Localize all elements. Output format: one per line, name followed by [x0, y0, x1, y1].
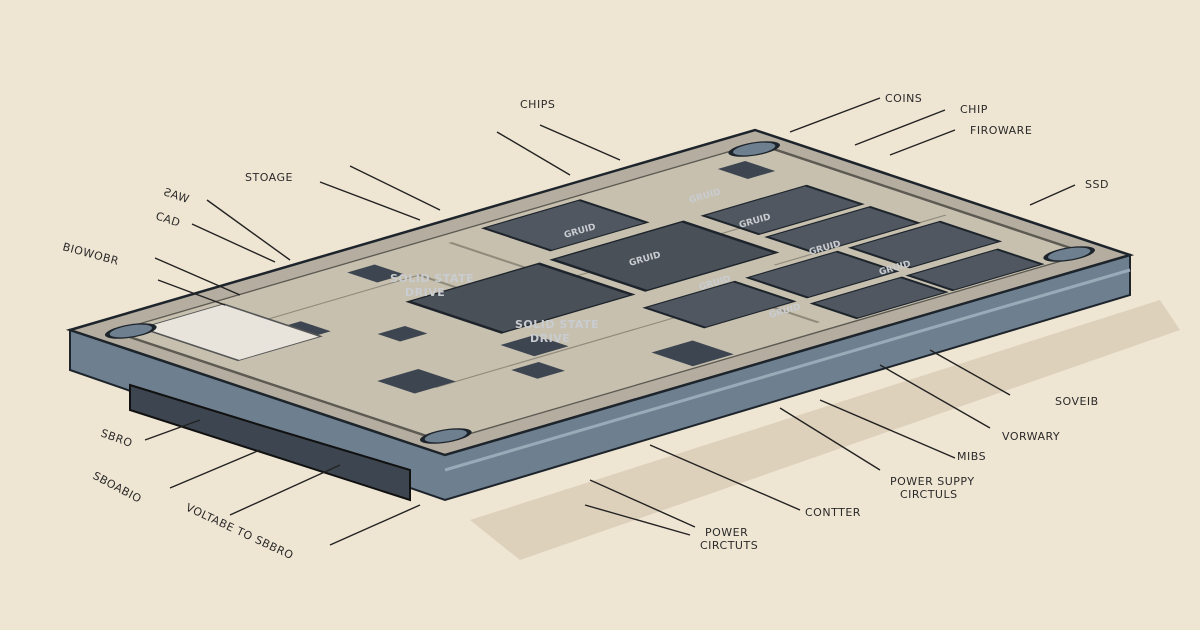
label-power-supply: POWER SUPPY — [890, 475, 975, 488]
memory-chip — [809, 276, 949, 320]
label-power: POWER — [705, 526, 748, 539]
component — [651, 340, 734, 367]
component — [377, 368, 456, 394]
label-saw: ƧAW — [162, 185, 191, 205]
component — [347, 264, 405, 283]
label-chips: CHIPS — [520, 98, 555, 111]
label-storage: STOAGE — [245, 171, 293, 184]
component — [500, 334, 569, 357]
label-power-supply-2: CIRCTULS — [900, 488, 958, 501]
chip-marking: DRIVE — [530, 332, 570, 345]
label-power-2: CIRCTUTS — [700, 539, 758, 552]
leader-lines — [144, 97, 1076, 546]
label-biowobr: BIOWOBR — [61, 240, 120, 267]
chip-marking: SOLID STATE — [390, 272, 474, 285]
memory-chip — [764, 205, 922, 254]
screw-hole — [1043, 246, 1095, 262]
memory-chip — [745, 250, 900, 299]
memory-chip — [480, 199, 650, 252]
screw-hole — [105, 323, 157, 339]
chip-marking: SOLID STATE — [515, 318, 599, 331]
component — [511, 361, 565, 379]
screw-hole — [420, 428, 472, 444]
pcb — [105, 141, 1095, 444]
memory-chip — [905, 248, 1045, 292]
label-contter: CONTTER — [805, 506, 861, 519]
memory-chip — [700, 184, 865, 236]
label-coins: COINS — [885, 92, 922, 105]
label-cad: CAD — [154, 209, 182, 229]
sata-connector — [129, 383, 411, 502]
label-mibs: MIBS — [957, 450, 986, 463]
label-firoware: FIROWARE — [970, 124, 1032, 137]
controller-chip — [405, 262, 636, 334]
memory-chip — [642, 280, 797, 329]
component — [377, 325, 428, 342]
label-sbro: SBRO — [99, 427, 134, 450]
casing-edge-highlight — [444, 268, 1131, 472]
board-shadow — [470, 300, 1180, 560]
label-soveib: SOVEIB — [1055, 395, 1099, 408]
controller-chip — [549, 220, 780, 292]
label-ssd: SSD — [1085, 178, 1109, 191]
label-vorwary: VORWARY — [1002, 430, 1060, 443]
label-sboabio: SBOABIO — [91, 469, 144, 505]
chip-marking: DRIVE — [405, 286, 445, 299]
screw-hole — [728, 141, 780, 157]
memory-chip — [847, 220, 1003, 269]
component — [717, 160, 776, 179]
label-chip: CHIP — [960, 103, 988, 116]
label-sticker — [138, 303, 323, 362]
